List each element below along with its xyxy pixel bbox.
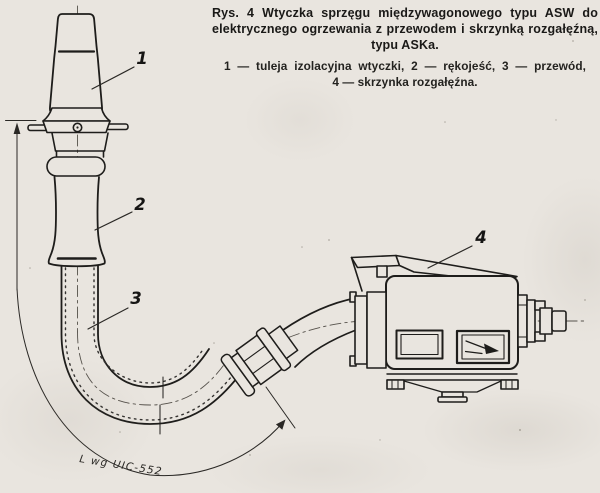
- plug-insulating-sleeve: [49, 13, 103, 114]
- window-arrow-head: [484, 343, 499, 354]
- caption-title-line-1: Rys. 4 Wtyczka sprzęgu międzywagonowego …: [212, 6, 598, 20]
- box-bracket: [350, 254, 401, 269]
- leader-line-1: [91, 66, 135, 90]
- figure-caption: Rys. 4 Wtyczka sprzęgu międzywagonowego …: [212, 5, 598, 90]
- outlet-stub: [539, 307, 553, 335]
- caption-title-line-3: typu ASKa.: [371, 38, 439, 52]
- leader-line-3: [87, 307, 129, 330]
- plug-flange: [27, 107, 129, 177]
- plug-handle: [47, 176, 106, 268]
- junction-box: [349, 254, 567, 403]
- cable: [60, 265, 242, 435]
- part-label-handle: 2: [134, 195, 145, 214]
- figure-legend: 1 — tuleja izolacyjna wtyczki, 2 — rękoj…: [212, 59, 598, 90]
- caption-title-line-2: elektrycznego ogrzewania z przewodem i s…: [212, 22, 598, 36]
- dimension-label: L wg UIC-552: [79, 453, 164, 478]
- box-window-right: [455, 329, 511, 365]
- cable-tube-to-box: [282, 297, 357, 368]
- cable-braid-texture-left: [64, 267, 236, 421]
- plug-ring: [46, 156, 106, 177]
- dimension-extension-line: [265, 386, 296, 429]
- caption-legend-line-1: 1 — tuleja izolacyjna wtyczki, 2 — rękoj…: [224, 59, 586, 73]
- box-skirt: [403, 380, 502, 393]
- part-labels: 1 2 3 4: [87, 49, 487, 330]
- box-window-left: [395, 329, 444, 360]
- caption-legend-line-2: 4 — skrzynka rozgałęźna.: [332, 74, 478, 89]
- outlet-cap: [551, 310, 567, 332]
- cable-braid-texture-right: [93, 267, 205, 384]
- part-label-cable: 3: [130, 289, 141, 308]
- part-label-insulating-sleeve: 1: [136, 49, 147, 68]
- box-left-flange: [349, 291, 387, 369]
- dimension-arrow-up: [13, 122, 21, 134]
- part-label-junction-box: 4: [474, 228, 486, 247]
- paper-speckles: [29, 40, 586, 456]
- cable-fitting: [220, 325, 299, 397]
- box-bottom: [386, 373, 519, 403]
- leader-line-4: [427, 245, 473, 269]
- leader-line-2: [94, 211, 133, 231]
- window-arrow-icon: [465, 340, 488, 350]
- box-right-flange: [517, 294, 567, 348]
- dimension-arrow-end: [275, 419, 286, 430]
